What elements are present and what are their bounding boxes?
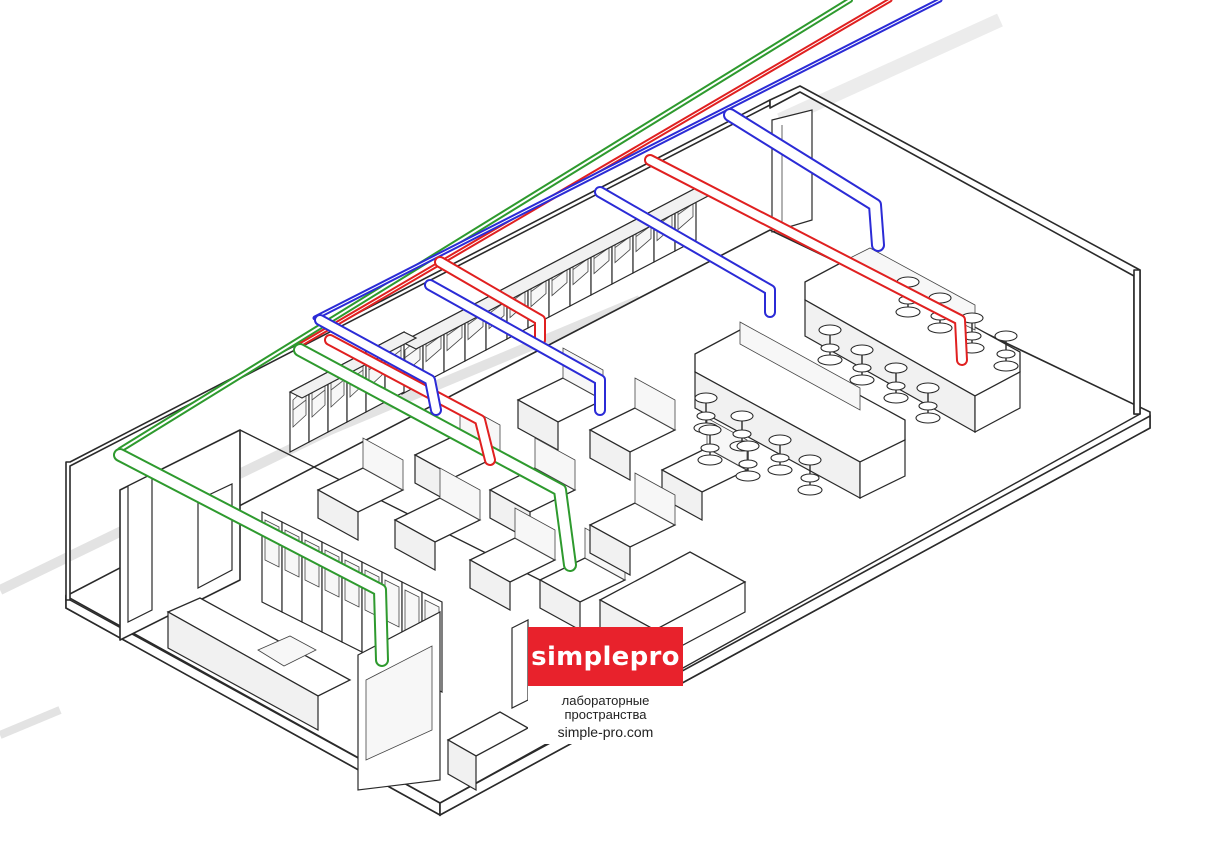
workbench-shelf (534, 437, 576, 491)
sink-bench (166, 597, 530, 792)
stool-base (883, 392, 909, 404)
stool-seat (850, 344, 874, 356)
workbench-shelf (362, 437, 404, 491)
supply-duct-branch-inner (436, 258, 544, 344)
general-duct-branch-inner (295, 345, 575, 570)
brand-website: simple-pro.com (557, 724, 654, 740)
stool-ring (918, 401, 938, 411)
workbench-front (589, 523, 631, 577)
cabinet-shelf (292, 399, 307, 411)
stool-seat (768, 434, 792, 446)
stool-seat (884, 362, 908, 374)
stool-ring (852, 363, 872, 373)
exhaust-duct-trunk-inner (314, 0, 941, 319)
stool-seat (798, 454, 822, 466)
stool-base (915, 412, 941, 424)
stool-seat (730, 410, 754, 422)
stool-seat (736, 440, 760, 452)
supply-duct-branch-inner (646, 156, 966, 364)
stool-ring (770, 453, 790, 463)
cabinet-row-back (400, 187, 712, 395)
workbench-front (317, 488, 359, 542)
supply-duct-branch-inner (326, 336, 494, 464)
doors (127, 109, 813, 709)
brand-tagline-2: пространства (564, 707, 647, 722)
stool-ring (696, 411, 716, 421)
stool-base (697, 454, 723, 466)
stool-base (817, 354, 843, 366)
stool-base (895, 306, 921, 318)
workbench-shelf (514, 507, 556, 561)
stool-seat (698, 424, 722, 436)
supply-duct-trunk-inner (299, 0, 891, 346)
stool-ring (700, 443, 720, 453)
stool-ring (732, 429, 752, 439)
workbench-front (394, 518, 436, 572)
stool-base (927, 322, 953, 334)
ducts (113, 0, 968, 667)
workbench-front (589, 428, 631, 482)
exhaust-duct-branch-inner (316, 316, 440, 414)
workbench-shelf (439, 467, 481, 521)
stool-seat (818, 324, 842, 336)
workbench-shelf (634, 472, 676, 526)
stool-base (735, 470, 761, 482)
stool-ring (886, 381, 906, 391)
stool-base (767, 464, 793, 476)
general-duct-trunk-inner (119, 0, 851, 451)
exhaust-duct-branch-inner (725, 110, 883, 250)
exhaust-duct-branch-inner (596, 188, 774, 316)
workbench-front (469, 558, 511, 612)
brand-watermark: simplepro лабораторные пространства simp… (528, 627, 683, 744)
stool-seat (994, 330, 1018, 342)
stool-base (849, 374, 875, 386)
brand-tagline-1: лабораторные (561, 693, 650, 708)
exhaust-duct-branch-inner (426, 281, 604, 414)
brand-logo: simplepro (528, 627, 683, 686)
cabinet-shelf (311, 389, 326, 401)
general-duct-branch-inner (115, 450, 387, 665)
stool-seat (694, 392, 718, 404)
stool-base (993, 360, 1019, 372)
stool-ring (820, 343, 840, 353)
workbench-shelf (634, 377, 676, 431)
stool-ring (738, 459, 758, 469)
stool-ring (800, 473, 820, 483)
stool-ring (996, 349, 1016, 359)
cabinet-shelf (330, 379, 345, 391)
stool-seat (916, 382, 940, 394)
stool-base (797, 484, 823, 496)
workbench-front (517, 398, 559, 452)
